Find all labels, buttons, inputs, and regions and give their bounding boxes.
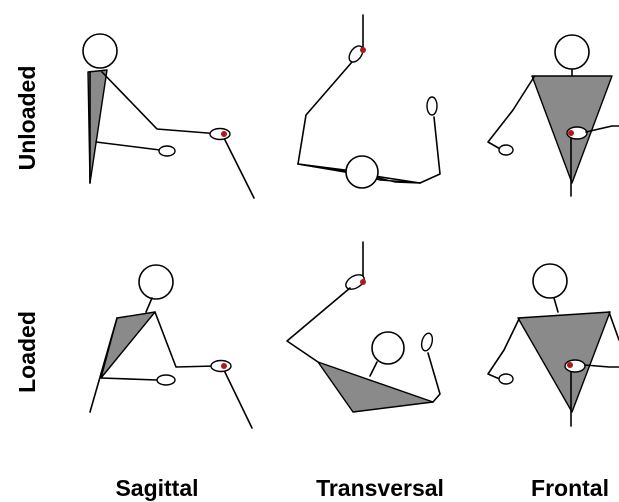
head bbox=[554, 34, 590, 70]
force-marker bbox=[360, 47, 366, 53]
row-label-unloaded: Unloaded bbox=[14, 66, 40, 171]
col-label-transversal: Transversal bbox=[316, 475, 444, 501]
trunk-shape bbox=[317, 361, 434, 413]
hand-right bbox=[426, 96, 438, 116]
col-label-frontal: Frontal bbox=[531, 475, 609, 501]
trunk-shape bbox=[517, 311, 611, 413]
arm-left bbox=[487, 318, 520, 381]
trunk-shape bbox=[87, 69, 108, 184]
arm-right bbox=[419, 116, 441, 184]
arm-right bbox=[584, 364, 619, 368]
arm-left bbox=[487, 76, 535, 151]
load-cable bbox=[221, 365, 253, 429]
forearm bbox=[100, 377, 158, 381]
arm-right bbox=[585, 125, 619, 133]
forearm bbox=[95, 141, 161, 151]
arm-left bbox=[297, 61, 353, 165]
figure-loaded-transversal bbox=[286, 241, 441, 413]
head bbox=[371, 331, 405, 365]
load-cable bbox=[221, 133, 255, 199]
neck bbox=[369, 361, 378, 377]
hand-center bbox=[566, 126, 588, 140]
figure-unloaded-transversal bbox=[297, 14, 441, 189]
arm-right bbox=[427, 352, 441, 403]
upper-arm bbox=[101, 71, 221, 135]
hand-right bbox=[420, 332, 434, 352]
spine-line bbox=[89, 317, 118, 413]
neck bbox=[145, 297, 153, 313]
force-marker bbox=[568, 130, 574, 136]
arm-right-upper bbox=[608, 311, 619, 341]
force-marker bbox=[221, 131, 227, 137]
hand-left bbox=[156, 374, 176, 386]
head bbox=[82, 33, 118, 69]
arm-left bbox=[286, 287, 351, 363]
hand-left bbox=[498, 373, 514, 385]
force-marker bbox=[567, 362, 573, 368]
col-label-sagittal: Sagittal bbox=[115, 475, 198, 501]
figure-loaded-frontal bbox=[487, 263, 619, 427]
neck bbox=[553, 297, 559, 313]
row-label-loaded: Loaded bbox=[14, 311, 40, 393]
head bbox=[345, 155, 379, 189]
hand-left bbox=[498, 144, 514, 156]
head bbox=[138, 264, 174, 300]
force-marker bbox=[360, 279, 366, 285]
figure-loaded-sagittal bbox=[89, 264, 253, 429]
figure-unloaded-frontal bbox=[487, 34, 619, 197]
head bbox=[532, 263, 568, 299]
upper-arm bbox=[154, 311, 216, 368]
force-marker bbox=[221, 363, 227, 369]
hand-top bbox=[348, 45, 364, 63]
figure-unloaded-sagittal bbox=[82, 33, 255, 199]
hand-top bbox=[345, 274, 365, 290]
hand-left bbox=[158, 145, 176, 157]
